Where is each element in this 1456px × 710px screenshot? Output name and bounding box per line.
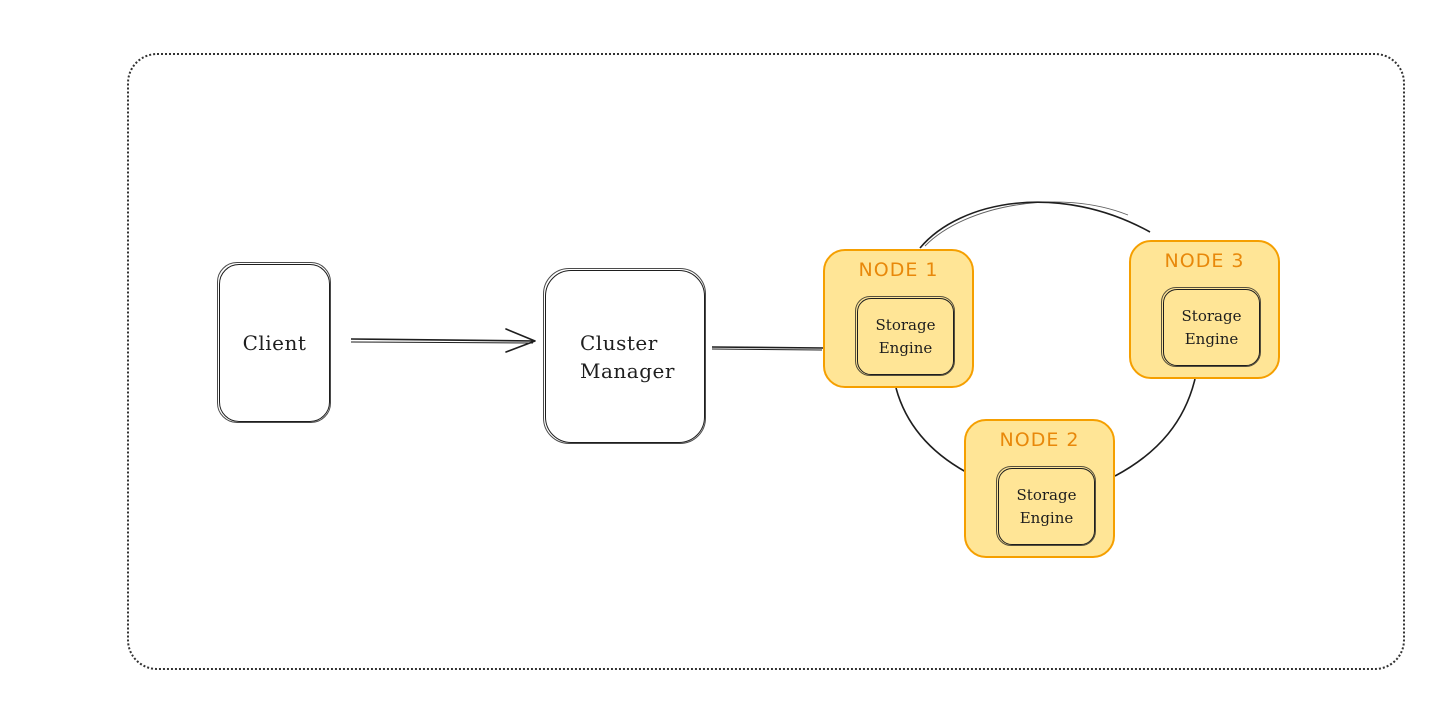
node-2: NODE 2 Storage Engine	[964, 419, 1115, 558]
system-boundary	[127, 53, 1405, 670]
node-title: NODE 3	[1164, 250, 1245, 272]
storage-engine-box: Storage Engine	[996, 466, 1096, 546]
node-3: NODE 3 Storage Engine	[1129, 240, 1280, 379]
manager-to-node-line-shadow	[711, 348, 823, 351]
manager-to-node-line	[711, 346, 824, 349]
node-ring-segment	[1114, 378, 1196, 477]
client-to-manager-arrow-shadow	[350, 341, 534, 344]
storage-engine-label: Storage Engine	[1016, 485, 1077, 527]
storage-engine-box: Storage Engine	[1161, 287, 1261, 367]
storage-engine-box: Storage Engine	[855, 296, 955, 376]
node-title: NODE 1	[858, 259, 939, 281]
node-ring-segment	[895, 387, 967, 473]
arrowhead-icon	[505, 328, 536, 353]
storage-engine-label: Storage Engine	[875, 315, 936, 357]
cluster-manager-box: Cluster Manager	[543, 268, 706, 444]
node-title: NODE 2	[999, 429, 1080, 451]
client-to-manager-arrow	[350, 338, 535, 342]
node-1: NODE 1 Storage Engine	[823, 249, 974, 388]
node-ring-segment	[924, 201, 1129, 247]
client-box: Client	[217, 262, 331, 423]
storage-engine-label: Storage Engine	[1181, 306, 1242, 348]
client-label: Client	[242, 331, 307, 355]
cluster-manager-label: Cluster Manager	[580, 330, 675, 383]
node-ring	[919, 201, 1151, 249]
